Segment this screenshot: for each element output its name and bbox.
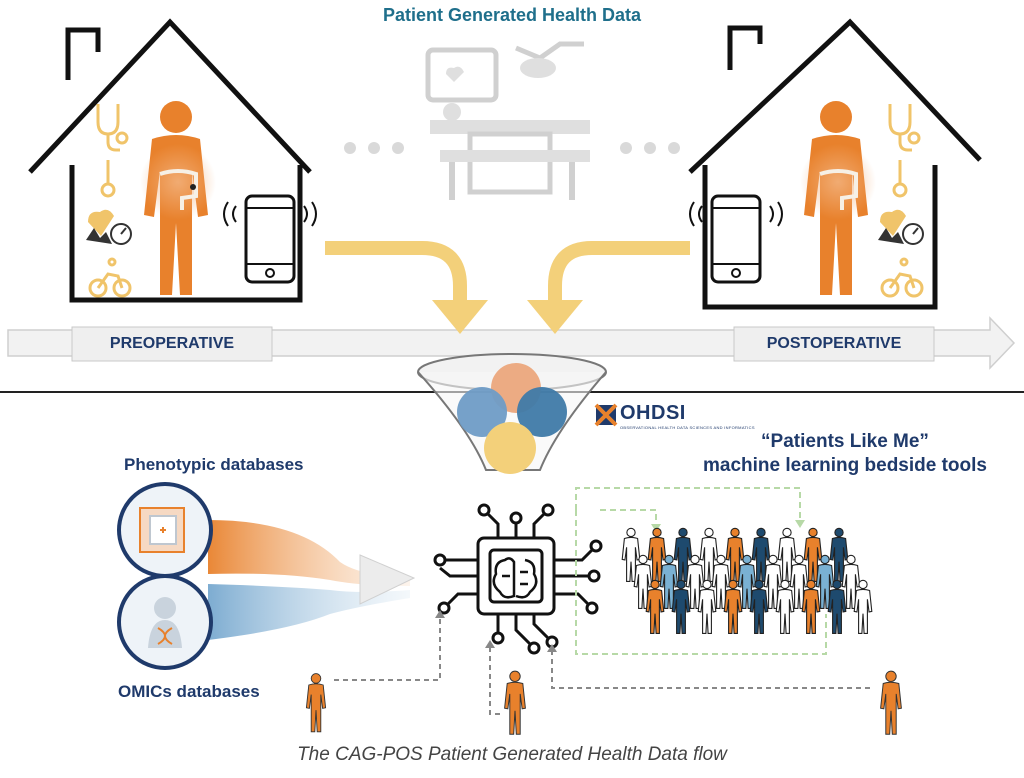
crowd-person [697, 579, 717, 635]
new-patient [305, 670, 902, 735]
crowd-person [723, 579, 743, 635]
crowd-person [853, 579, 873, 635]
thermometer-icon [100, 160, 116, 198]
crowd-person [827, 579, 847, 635]
preoperative-box [71, 326, 273, 362]
figure-caption: The CAG-POS Patient Generated Health Dat… [297, 744, 727, 765]
smartphone-icon [689, 194, 783, 284]
crowd-person [671, 579, 691, 635]
hospital-scene [344, 41, 680, 200]
diagram-title: Patient Generated Health Data [382, 5, 642, 25]
phenotypic-database-icon [117, 482, 410, 586]
heart-gauge-icon [86, 209, 132, 245]
patient-crowd [621, 527, 873, 635]
postoperative-label: POSTOPERATIVE [766, 335, 902, 352]
crowd-person [801, 579, 821, 635]
crowd-person [645, 579, 665, 635]
cyclist-icon [880, 257, 924, 298]
crowd-person [749, 579, 769, 635]
data-flow-arrow-right [548, 241, 690, 302]
feedback-loop [575, 487, 827, 655]
omics-databases-label: OMICs databases [118, 682, 260, 701]
ohdsi-logo: OHDSI [620, 402, 686, 424]
preoperative-house [28, 18, 317, 303]
crowd-person [775, 579, 795, 635]
stethoscope-icon [96, 104, 129, 152]
cyclist-icon [88, 257, 132, 298]
patients-like-me-line2: machine learning bedside tools [702, 455, 987, 476]
thermometer-icon [892, 160, 908, 198]
funnel-icon [417, 353, 607, 474]
merge-arrowhead [359, 554, 416, 605]
phenotypic-databases-label: Phenotypic databases [124, 455, 304, 474]
postoperative-box [733, 326, 935, 362]
postoperative-house [688, 18, 982, 310]
patient-input-connectors [334, 616, 870, 715]
stethoscope-icon [888, 104, 921, 152]
ai-chip-icon [433, 503, 603, 655]
data-flow-arrow-left [325, 241, 467, 302]
smartphone-icon [223, 194, 317, 284]
ohdsi-logo-mark [594, 403, 618, 427]
preoperative-label: PREOPERATIVE [109, 335, 235, 352]
brain-icon [492, 557, 538, 599]
heart-gauge-icon [878, 209, 924, 245]
patients-like-me-title: “Patients Like Me” machine learning beds… [680, 430, 1010, 478]
ohdsi-tagline: OBSERVATIONAL HEALTH DATA SCIENCES AND I… [620, 425, 755, 430]
patients-like-me-line1: “Patients Like Me” [761, 431, 929, 452]
